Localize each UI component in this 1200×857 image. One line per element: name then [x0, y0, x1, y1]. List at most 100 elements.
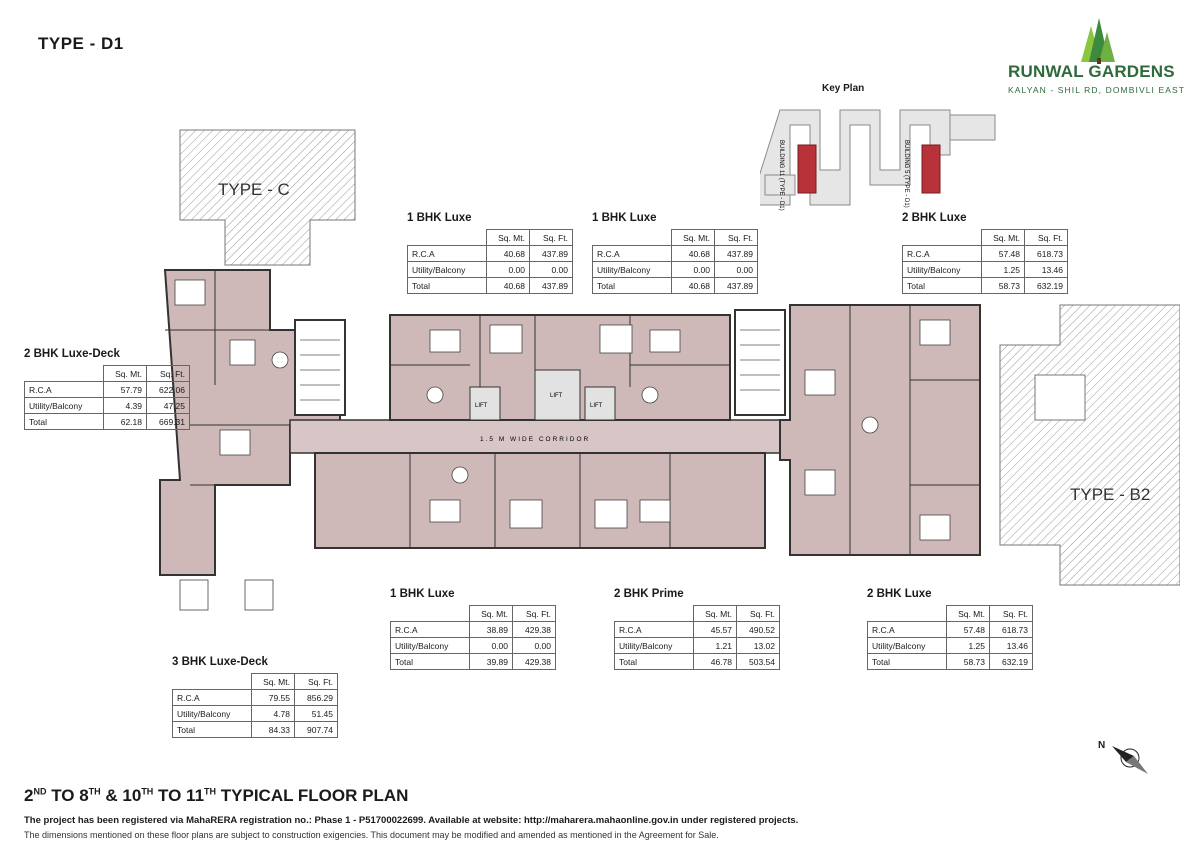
type-b2-label: TYPE - B2 — [1070, 485, 1150, 504]
column-header-sqft: Sq. Ft. — [989, 605, 1033, 622]
brand-logo: RUNWAL GARDENS KALYAN - SHIL RD, DOMBIVL… — [1005, 18, 1185, 103]
registration-note: The project has been registered via Maha… — [24, 815, 799, 826]
row-label: Total — [614, 653, 694, 670]
row-label: Utility/Balcony — [592, 261, 672, 278]
row-label: R.C.A — [24, 381, 104, 398]
unit-type-title: 2 BHK Luxe-Deck — [24, 348, 120, 360]
lift-label-2: LIFT — [550, 393, 563, 399]
key-plan-diagram: BUILDING 11 (TYPE - D1) BUILDING 5 (TYPE… — [760, 109, 996, 211]
lift-3 — [584, 386, 616, 421]
value-sqmt: 0.00 — [671, 261, 715, 278]
value-sqmt: 58.73 — [981, 277, 1025, 294]
column-header-sqmt: Sq. Mt. — [671, 229, 715, 246]
row-label: R.C.A — [867, 621, 947, 638]
value-sqft: 437.89 — [529, 245, 573, 262]
value-sqmt: 40.68 — [671, 245, 715, 262]
table-header-row: Sq. Mt.Sq. Ft. — [614, 605, 780, 622]
unit-type-title: 2 BHK Luxe — [902, 212, 967, 224]
row-label: R.C.A — [407, 245, 487, 262]
value-sqmt: 40.68 — [671, 277, 715, 294]
column-header-sqmt: Sq. Mt. — [946, 605, 990, 622]
corridor-label: 1.5 M WIDE CORRIDOR — [480, 436, 590, 443]
table-header-row: Sq. Mt.Sq. Ft. — [172, 673, 338, 690]
brand-name: RUNWAL GARDENS — [1008, 62, 1175, 81]
row-label: Total — [390, 653, 470, 670]
value-sqmt: 45.57 — [693, 621, 737, 638]
page-title: TYPE - D1 — [38, 34, 124, 53]
row-label: Total — [407, 277, 487, 294]
staircase-right — [734, 309, 786, 416]
value-sqmt: 39.89 — [469, 653, 513, 670]
value-sqmt: 57.48 — [981, 245, 1025, 262]
value-sqft: 51.45 — [294, 705, 338, 722]
value-sqft: 632.19 — [989, 653, 1033, 670]
column-header-sqmt: Sq. Mt. — [103, 365, 147, 382]
row-label: Total — [902, 277, 982, 294]
column-header-sqft: Sq. Ft. — [529, 229, 573, 246]
value-sqft: 437.89 — [529, 277, 573, 294]
value-sqmt: 57.48 — [946, 621, 990, 638]
column-header-sqft: Sq. Ft. — [512, 605, 556, 622]
row-label: R.C.A — [614, 621, 694, 638]
north-arrow: N — [1098, 740, 1148, 780]
value-sqmt: 0.00 — [469, 637, 513, 654]
value-sqft: 669.31 — [146, 413, 190, 430]
column-header-sqft: Sq. Ft. — [294, 673, 338, 690]
floor-plan-heading: 2ND TO 8TH & 10TH TO 11TH TYPICAL FLOOR … — [24, 786, 409, 805]
value-sqmt: 4.78 — [251, 705, 295, 722]
table-header-row: Sq. Mt.Sq. Ft. — [592, 229, 758, 246]
row-label: Utility/Balcony — [614, 637, 694, 654]
value-sqft: 490.52 — [736, 621, 780, 638]
value-sqft: 618.73 — [1024, 245, 1068, 262]
value-sqmt: 40.68 — [486, 245, 530, 262]
staircase-left — [294, 319, 346, 416]
lift-label-1: LIFT — [475, 403, 488, 409]
value-sqft: 618.73 — [989, 621, 1033, 638]
row-label: Utility/Balcony — [390, 637, 470, 654]
compass-icon — [1112, 746, 1148, 774]
unit-type-title: 2 BHK Prime — [614, 588, 684, 600]
key-plan-building-right: BUILDING 5 (TYPE - D1) — [903, 140, 909, 208]
column-header-sqft: Sq. Ft. — [146, 365, 190, 382]
row-label: Utility/Balcony — [867, 637, 947, 654]
unit-type-title: 2 BHK Luxe — [867, 588, 932, 600]
disclaimer-note: The dimensions mentioned on these floor … — [24, 830, 719, 840]
row-label: Total — [867, 653, 947, 670]
row-label: Total — [592, 277, 672, 294]
value-sqmt: 38.89 — [469, 621, 513, 638]
column-header-sqmt: Sq. Mt. — [469, 605, 513, 622]
row-label: R.C.A — [172, 689, 252, 706]
value-sqft: 503.54 — [736, 653, 780, 670]
value-sqmt: 40.68 — [486, 277, 530, 294]
value-sqmt: 57.79 — [103, 381, 147, 398]
value-sqft: 0.00 — [714, 261, 758, 278]
column-header-sqmt: Sq. Mt. — [486, 229, 530, 246]
row-label: Total — [24, 413, 104, 430]
